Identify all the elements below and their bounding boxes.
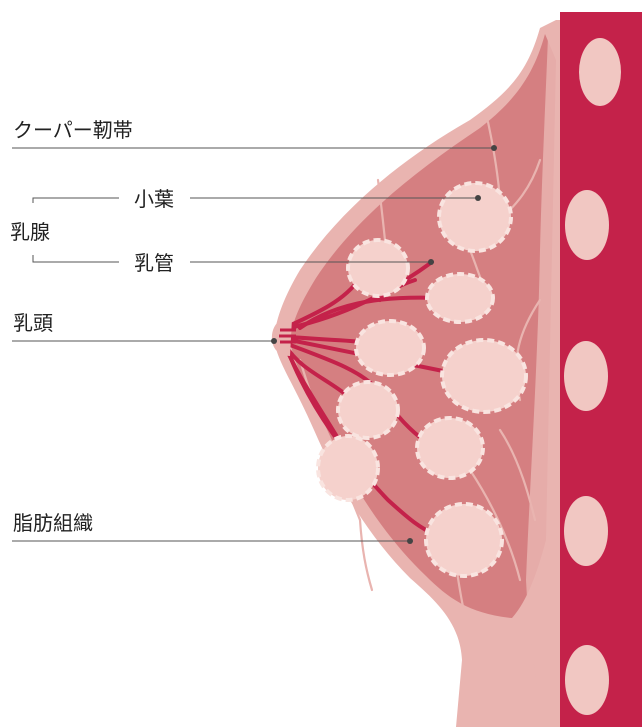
nipple-dot: [271, 338, 277, 344]
milk-duct-label: 乳管: [134, 251, 174, 275]
adipose-tissue-dot: [407, 538, 413, 544]
lobule: [426, 504, 502, 576]
adipose-tissue-label: 脂肪組織: [13, 511, 93, 535]
nipple-label: 乳頭: [13, 311, 53, 335]
rib: [565, 190, 609, 260]
lobule: [356, 321, 424, 375]
rib: [565, 645, 609, 715]
lobule-dot: [475, 195, 481, 201]
lobule: [439, 183, 511, 251]
rib: [564, 341, 608, 411]
lobule: [417, 418, 483, 478]
rib: [564, 496, 608, 566]
lobule: [442, 340, 526, 412]
cooper-ligament-dot: [491, 145, 497, 151]
lobule-label: 小葉: [134, 187, 174, 211]
mammary-gland-bracket: [33, 198, 119, 203]
lobule: [427, 274, 493, 322]
rib: [579, 38, 621, 106]
lobule: [338, 382, 398, 438]
milk-duct-dot: [428, 259, 434, 265]
lobule: [318, 436, 378, 500]
mammary-gland-bracket-lower: [33, 255, 119, 262]
cooper-ligament-label: クーパー靭帯: [13, 118, 133, 142]
lobule: [348, 240, 408, 296]
mammary-gland-label: 乳腺: [10, 220, 50, 244]
